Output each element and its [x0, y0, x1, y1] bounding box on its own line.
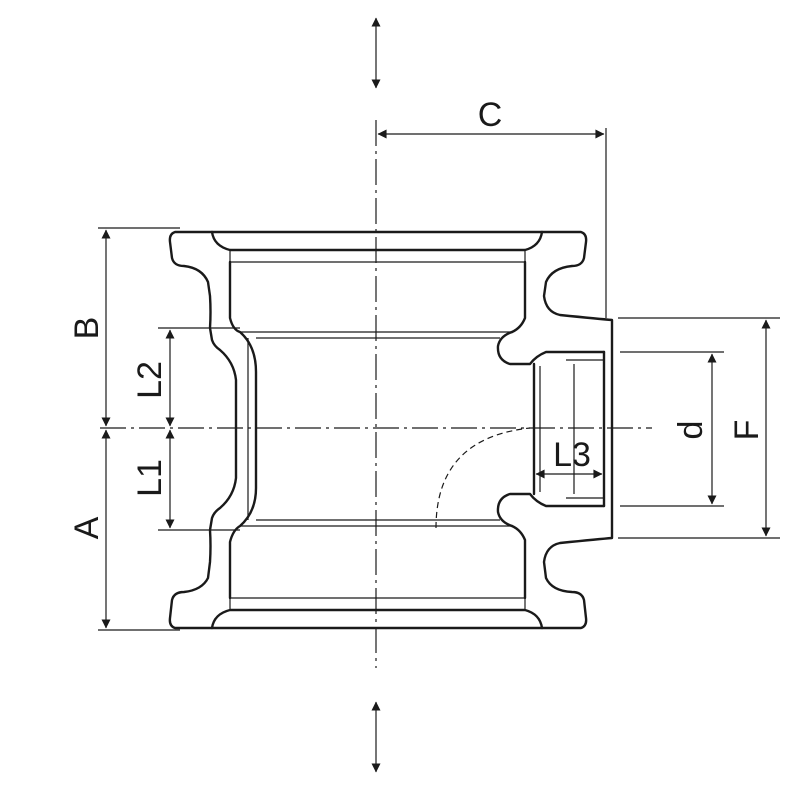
- fitting-outline: [168, 230, 614, 630]
- branch-outlet-lower: [496, 492, 606, 528]
- top-flange-bevel: [210, 230, 544, 252]
- bottom-flange-bevel: [210, 608, 544, 630]
- branch-outlet-upper: [496, 330, 606, 366]
- label-B: B: [68, 317, 106, 340]
- label-d: d: [672, 421, 710, 440]
- label-C: C: [478, 96, 503, 134]
- label-L2: L2: [131, 361, 169, 399]
- right-bore-wall: [510, 260, 527, 334]
- left-bore-wall: [228, 260, 258, 600]
- label-L1: L1: [131, 459, 169, 497]
- label-A: A: [68, 516, 106, 539]
- flow-path-arc: [435, 427, 531, 529]
- label-F: F: [728, 420, 766, 441]
- right-bore-wall-lower: [510, 524, 527, 600]
- label-L3: L3: [553, 436, 591, 474]
